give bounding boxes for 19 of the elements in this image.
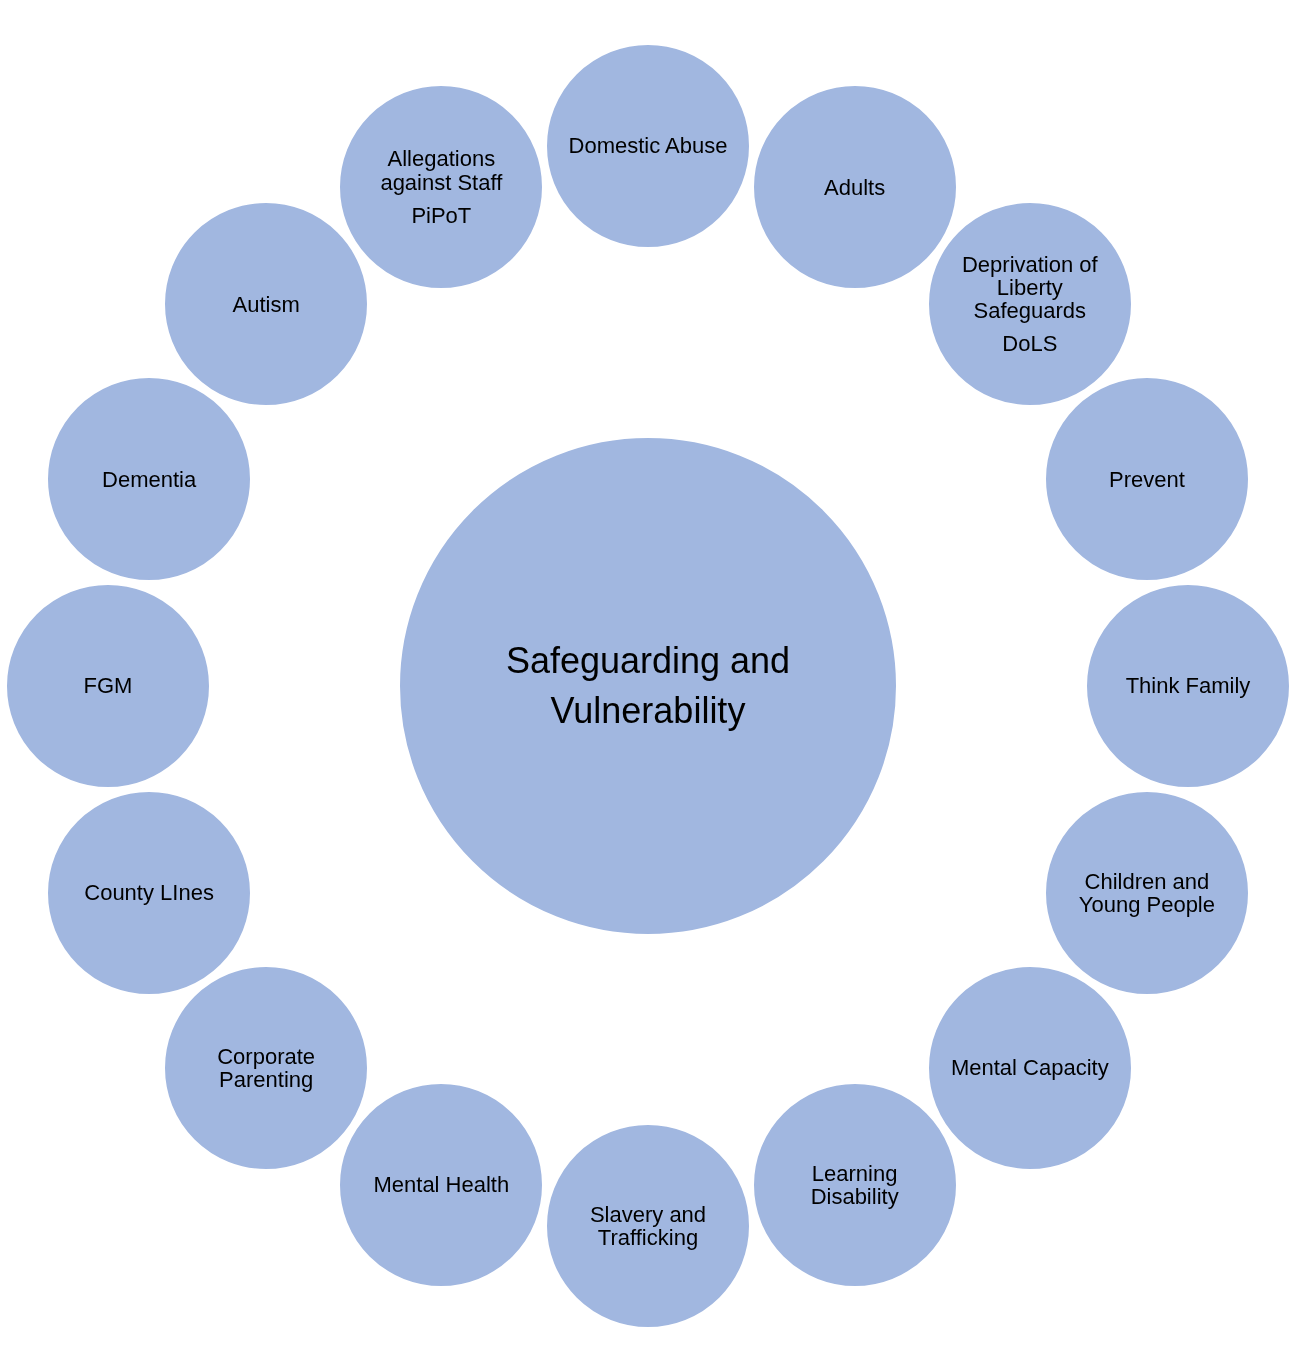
central-title: Safeguarding and Vulnerability xyxy=(504,638,792,733)
topic-label: Deprivation of Liberty Safeguards xyxy=(960,252,1099,323)
topic-label: DoLS xyxy=(1001,332,1059,356)
topic-label: Allegations against Staff xyxy=(379,147,504,194)
topic-label: Prevent xyxy=(1107,467,1186,491)
topic-label: PiPoT xyxy=(410,203,473,227)
topic-label: Mental Health xyxy=(372,1173,511,1197)
topic-label: Mental Capacity xyxy=(949,1056,1110,1080)
topic-label: Domestic Abuse xyxy=(567,134,729,158)
topic-label: FGM xyxy=(82,674,134,698)
topic-label: Slavery and Trafficking xyxy=(588,1202,708,1250)
topic-label: Learning Disability xyxy=(809,1161,900,1208)
topic-label: Corporate Parenting xyxy=(216,1044,317,1091)
topic-label: Dementia xyxy=(101,467,198,491)
topic-label: Autism xyxy=(231,292,301,316)
topic-label: County LInes xyxy=(83,881,215,905)
topic-label: Think Family xyxy=(1124,674,1252,698)
topic-label: Children and Young People xyxy=(1077,869,1216,916)
topic-label: Adults xyxy=(823,175,887,199)
